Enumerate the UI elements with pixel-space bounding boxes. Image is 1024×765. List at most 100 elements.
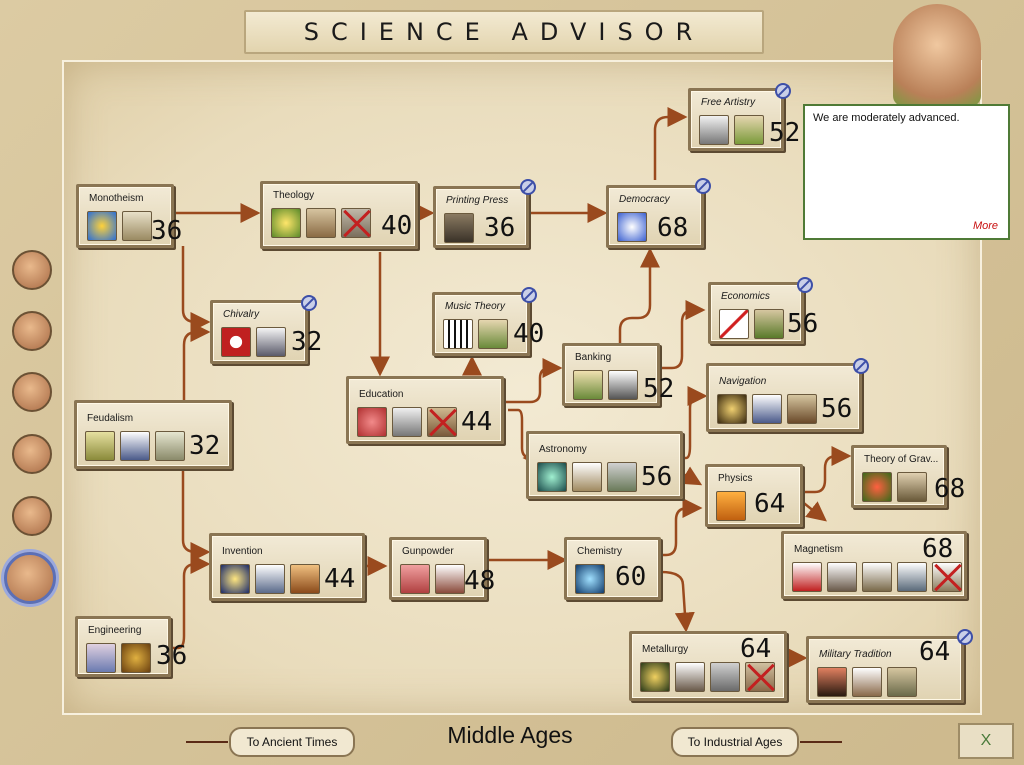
stock-exchange-icon — [754, 309, 784, 339]
more-link[interactable]: More — [972, 220, 998, 232]
page-title: SCIENCE ADVISOR — [303, 18, 705, 46]
forbidden-icon — [301, 295, 317, 311]
tech-name: Metallurgy — [642, 644, 689, 655]
to-ancient-times-button[interactable]: To Ancient Times — [229, 727, 355, 757]
observatory-icon — [607, 462, 637, 492]
tech-name: Banking — [575, 352, 612, 363]
advisor-portrait-domestic[interactable] — [12, 250, 52, 290]
bank-icon — [573, 370, 603, 400]
tech-cost: 40 — [513, 319, 545, 349]
forbidden-icon — [853, 358, 869, 374]
flask-icon — [575, 564, 605, 594]
tech-name: Democracy — [619, 194, 670, 205]
tech-cost: 36 — [484, 213, 516, 243]
forbidden-icon — [695, 178, 711, 194]
tech-name: Engineering — [88, 625, 142, 636]
gold-coin-icon — [121, 643, 151, 673]
palette-icon — [699, 115, 729, 145]
cavalry-icon — [852, 667, 882, 697]
advisor-portrait-trade[interactable] — [12, 311, 52, 351]
tech-name: Free Artistry — [701, 97, 756, 108]
tech-gunpowder[interactable]: Gunpowder 48 — [389, 537, 495, 600]
brain-icon — [357, 407, 387, 437]
tech-name: Chemistry — [577, 546, 623, 557]
advisor-portrait-military[interactable] — [12, 372, 52, 412]
tech-cost: 56 — [641, 462, 673, 492]
press-icon — [444, 213, 474, 243]
tech-cost: 44 — [324, 564, 356, 594]
advisor-portrait-science[interactable] — [4, 552, 56, 604]
tech-name: Magnetism — [794, 544, 843, 555]
music-hall-icon — [478, 319, 508, 349]
forbidden-icon — [775, 83, 791, 99]
to-industrial-ages-button[interactable]: To Industrial Ages — [671, 727, 799, 757]
harbor-icon — [787, 394, 817, 424]
leonardo-icon — [255, 564, 285, 594]
tech-cost: 68 — [934, 474, 966, 504]
tech-cost: 48 — [464, 566, 496, 596]
cannon-icon — [640, 662, 670, 692]
tech-theory-of-gravity[interactable]: Theory of Grav... 68 — [851, 445, 965, 508]
tech-cost: 32 — [189, 431, 221, 461]
academy-icon — [897, 472, 927, 502]
ufo-icon — [87, 211, 117, 241]
galleon-icon — [572, 462, 602, 492]
tech-navigation[interactable]: Navigation 56 — [706, 358, 869, 432]
capitol-icon — [617, 212, 647, 242]
frigate-icon — [827, 562, 857, 592]
pagoda-icon — [85, 431, 115, 461]
tech-music-theory[interactable]: Music Theory 40 — [432, 287, 544, 356]
magnet-icon — [792, 562, 822, 592]
musketeer-icon — [435, 564, 465, 594]
lever-icon — [716, 491, 746, 521]
tech-cost: 52 — [769, 118, 801, 148]
tech-monotheism[interactable]: Monotheism 36 — [76, 184, 182, 248]
advisor-portrait-cultural[interactable] — [12, 496, 52, 536]
to-ancient-times-label: To Ancient Times — [246, 735, 338, 749]
close-button[interactable]: X — [958, 723, 1014, 759]
tech-name: Education — [359, 389, 404, 400]
to-industrial-ages-label: To Industrial Ages — [687, 735, 783, 749]
tech-banking[interactable]: Banking 52 — [562, 343, 674, 406]
tech-cost: 40 — [381, 211, 413, 241]
tech-metallurgy[interactable]: Metallurgy 64 — [629, 631, 787, 701]
tech-economics[interactable]: Economics 56 — [708, 277, 818, 344]
left-arrow-icon — [186, 741, 228, 743]
vault-icon — [608, 370, 638, 400]
galleon-icon — [862, 562, 892, 592]
tech-name: Chivalry — [223, 309, 260, 320]
tech-name: Military Tradition — [819, 649, 892, 660]
right-arrow-icon — [800, 741, 842, 743]
compass-icon — [717, 394, 747, 424]
forbidden-icon — [797, 277, 813, 293]
tech-democracy[interactable]: Democracy 68 — [606, 178, 711, 248]
explorer-icon — [752, 394, 782, 424]
tech-name: Gunpowder — [402, 546, 454, 557]
tech-physics[interactable]: Physics 64 — [705, 464, 803, 527]
tech-name: Monotheism — [89, 193, 144, 204]
tech-feudalism[interactable]: Feudalism 32 — [74, 400, 232, 469]
tech-invention[interactable]: Invention 44 — [209, 533, 365, 601]
tech-free-artistry[interactable]: Free Artistry 52 — [688, 83, 800, 151]
pikeman-icon — [120, 431, 150, 461]
tech-chivalry[interactable]: Chivalry 32 — [210, 295, 322, 364]
tech-chemistry[interactable]: Chemistry 60 — [564, 537, 661, 600]
drum-icon — [817, 667, 847, 697]
coastal-fort-icon — [710, 662, 740, 692]
barracks-icon — [887, 667, 917, 697]
tech-military-tradition[interactable]: Military Tradition 64 — [806, 629, 973, 703]
tech-name: Theology — [273, 190, 315, 201]
advisor-portrait-foreign[interactable] — [12, 434, 52, 474]
forbidden-icon — [957, 629, 973, 645]
advisor-speech-bubble: We are moderately advanced. More — [803, 104, 1010, 240]
tech-magnetism[interactable]: Magnetism 68 — [781, 531, 967, 599]
tech-engineering[interactable]: Engineering 36 — [75, 616, 187, 677]
apple-icon — [862, 472, 892, 502]
obsolete-building-icon — [427, 407, 457, 437]
title-plate: SCIENCE ADVISOR — [244, 10, 764, 54]
tech-education[interactable]: Education 44 — [346, 376, 504, 444]
tech-printing-press[interactable]: Printing Press 36 — [433, 179, 536, 248]
tech-name: Invention — [222, 546, 263, 557]
tech-astronomy[interactable]: Astronomy 56 — [526, 431, 683, 499]
tech-theology[interactable]: Theology 40 — [260, 181, 418, 249]
